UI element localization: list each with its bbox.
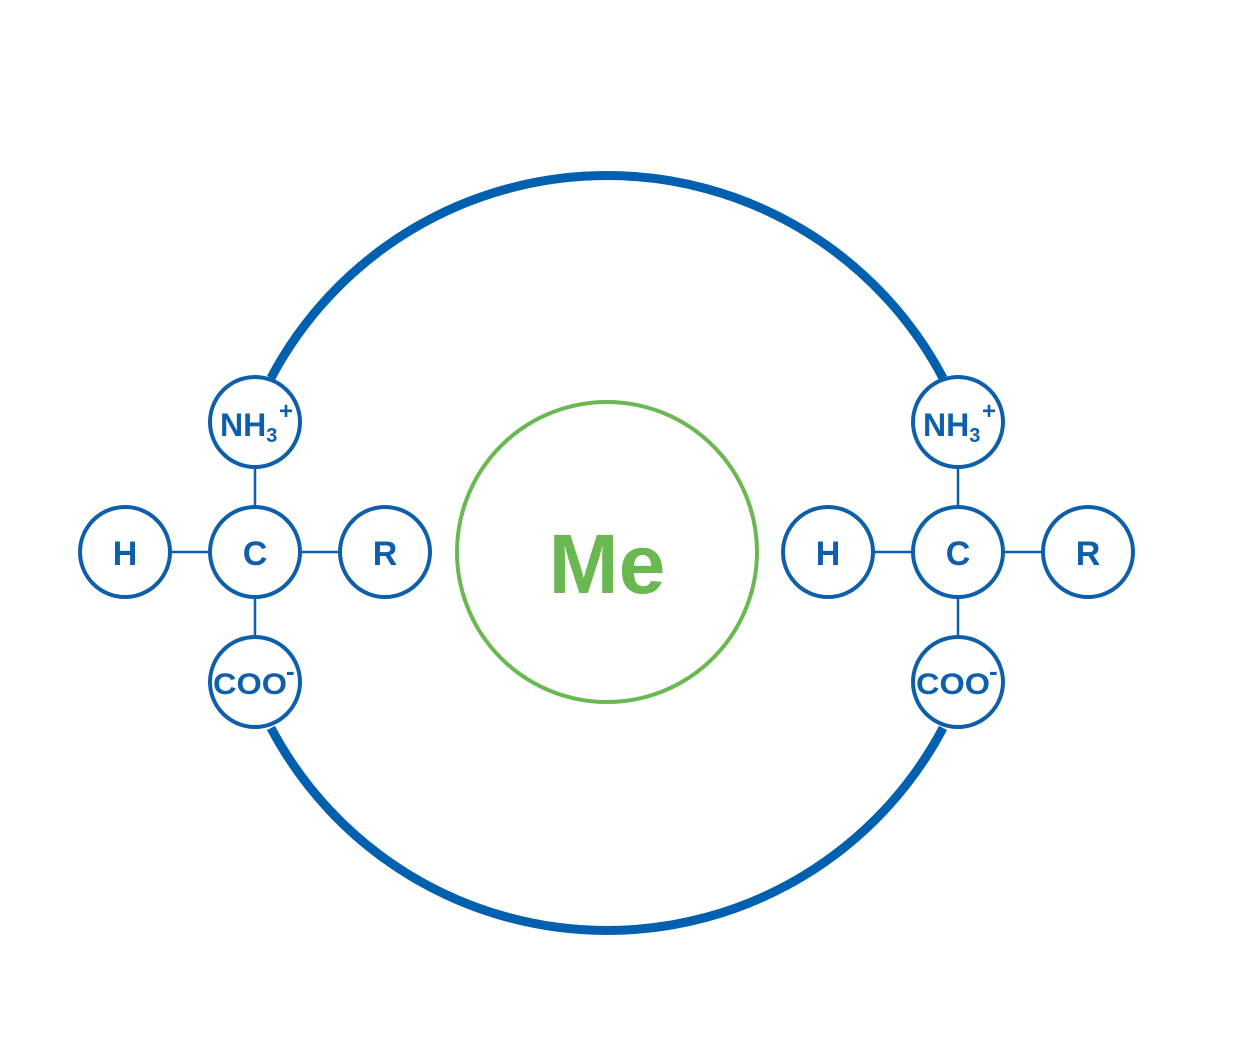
atoms (781, 375, 1135, 729)
nh3-subscript: 3 (969, 425, 980, 447)
nh3-label: NH3 (220, 407, 277, 447)
coo-label: COO (916, 668, 990, 701)
carbon-node (208, 505, 302, 599)
carbon-node (911, 505, 1005, 599)
coo-node (911, 635, 1005, 729)
side-chain-label: R (1076, 535, 1101, 573)
ring-arc-bottom (267, 725, 947, 935)
hydrogen-label: H (816, 535, 841, 573)
nh3-node (208, 375, 302, 469)
coo-label: COO (213, 668, 287, 701)
amino-acid-left: H C R NH3 + COO - (78, 375, 432, 729)
nh3-subscript: 3 (266, 425, 277, 447)
hydrogen-node (78, 505, 172, 599)
side-chain-node (1041, 505, 1135, 599)
nh3-base: NH (923, 407, 969, 443)
side-chain-node (338, 505, 432, 599)
metal-circle (455, 400, 759, 704)
hydrogen-node (781, 505, 875, 599)
nh3-charge: + (982, 398, 996, 425)
nh3-charge: + (279, 398, 293, 425)
coo-node (208, 635, 302, 729)
hydrogen-label: H (113, 535, 138, 573)
side-chain-label: R (373, 535, 398, 573)
nh3-base: NH (220, 407, 266, 443)
coo-charge: - (989, 656, 998, 686)
amino-acid-right: H C R NH3 + COO - (781, 375, 1135, 729)
carbon-label: C (946, 535, 971, 573)
chelation-ring (267, 171, 947, 935)
ring-arc-top (267, 171, 947, 381)
bonds (873, 467, 1043, 637)
metal-label: Me (549, 517, 666, 611)
nh3-label: NH3 (923, 407, 980, 447)
atoms (78, 375, 432, 729)
nh3-node (911, 375, 1005, 469)
metal-ion: Me (455, 400, 759, 704)
bonds (170, 467, 340, 637)
coo-charge: - (286, 656, 295, 686)
carbon-label: C (243, 535, 268, 573)
